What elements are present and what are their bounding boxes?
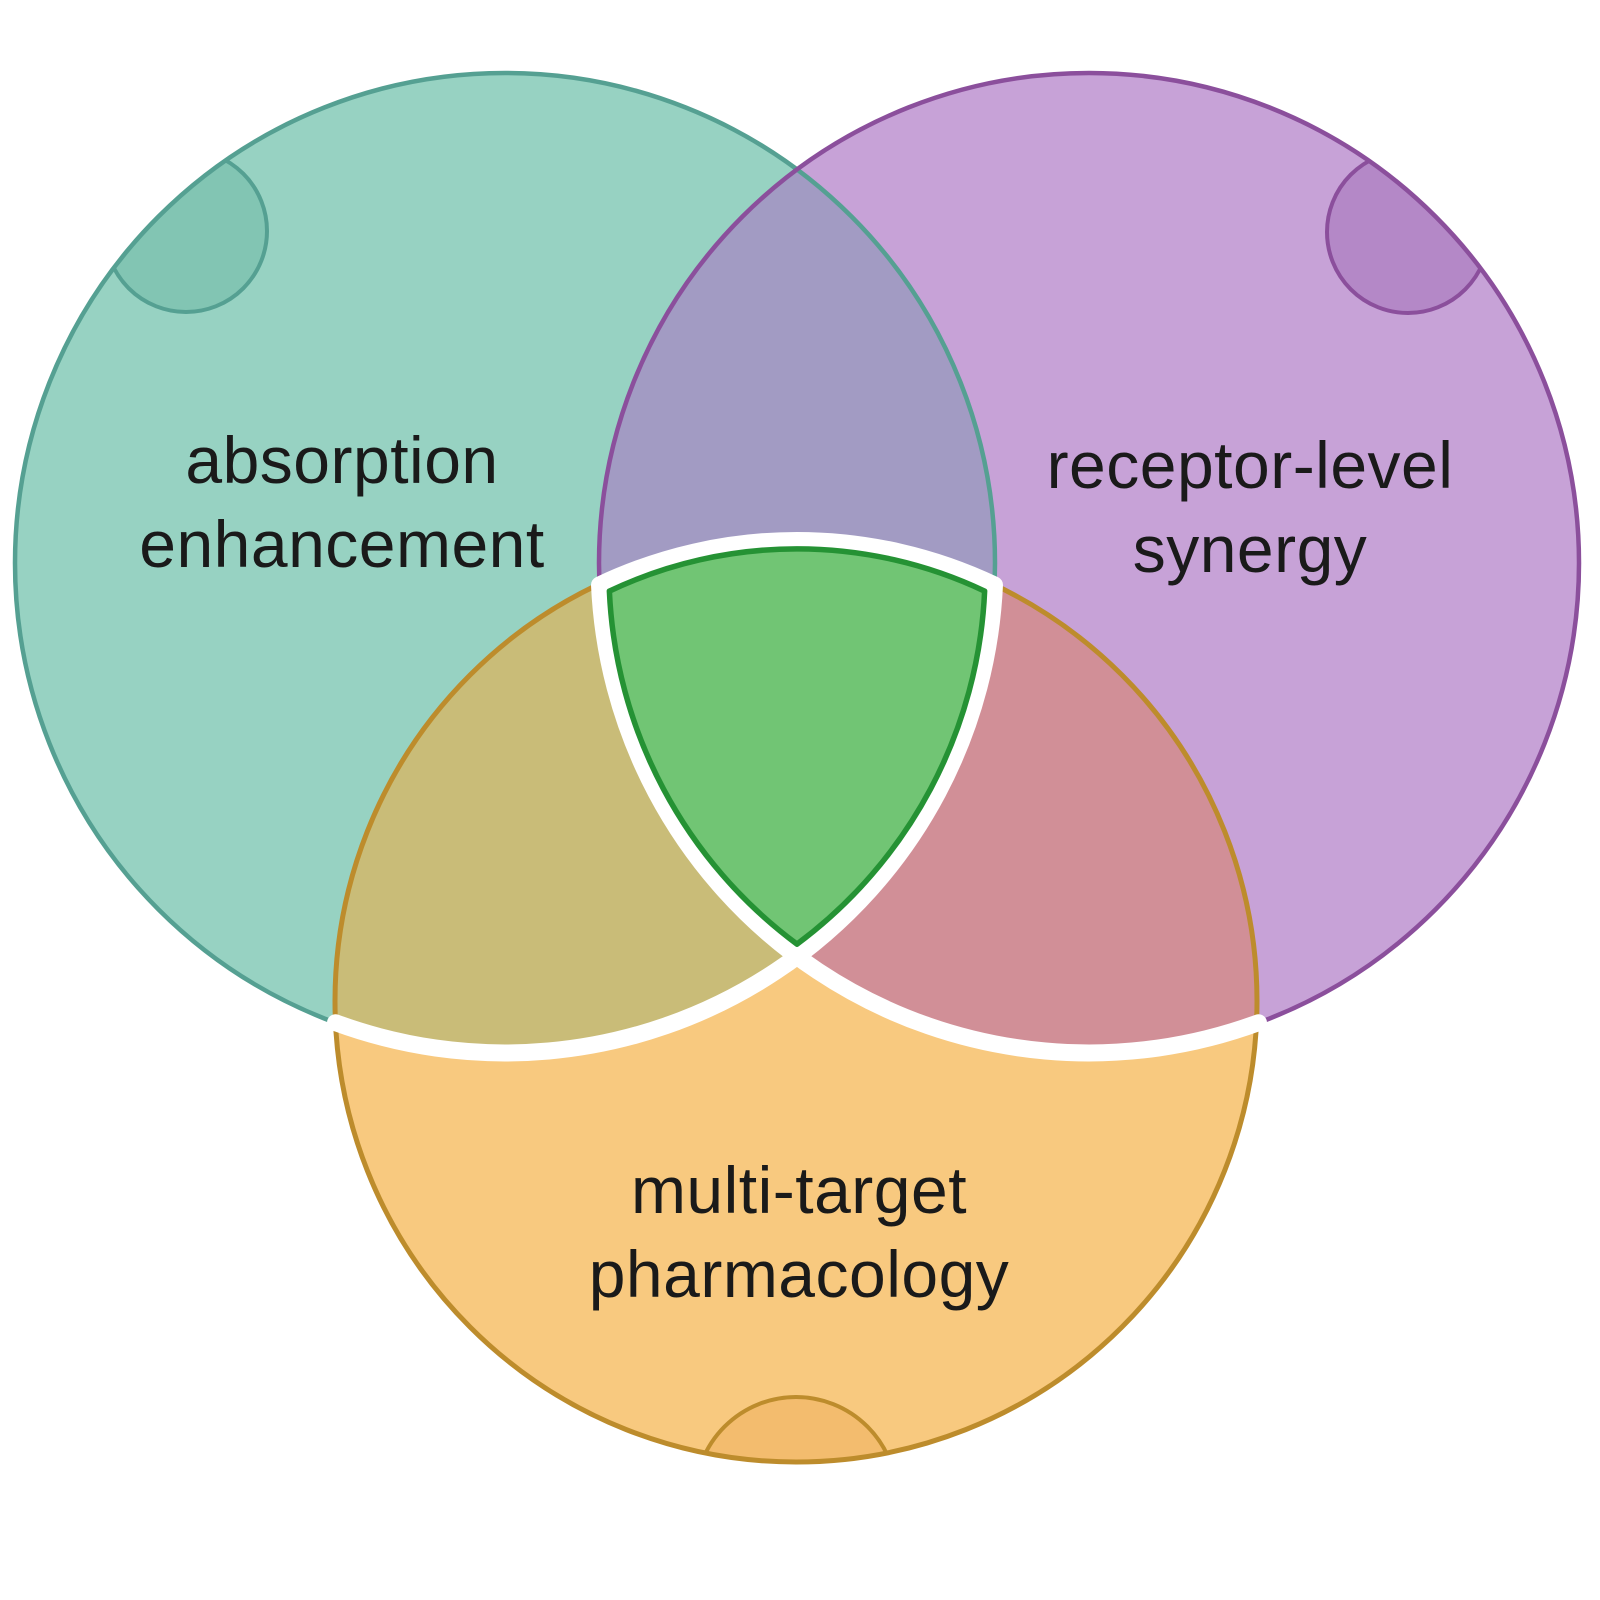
label-line: pharmacology xyxy=(588,1237,1010,1311)
label-multi-target-pharmacology: multi-target pharmacology xyxy=(589,1148,1010,1316)
label-receptor-level-synergy: receptor-level synergy xyxy=(1047,423,1454,591)
accent-bubble-multitarget xyxy=(693,1395,899,1462)
center-highlight-outline xyxy=(327,532,1267,1062)
label-line: absorption xyxy=(185,423,499,497)
label-line: multi-target xyxy=(630,1153,968,1227)
label-line: synergy xyxy=(1132,512,1368,586)
label-line: enhancement xyxy=(139,507,545,581)
center-triple-intersection xyxy=(606,546,988,947)
label-absorption-enhancement: absorption enhancement xyxy=(139,418,544,586)
label-line: receptor-level xyxy=(1046,428,1454,502)
